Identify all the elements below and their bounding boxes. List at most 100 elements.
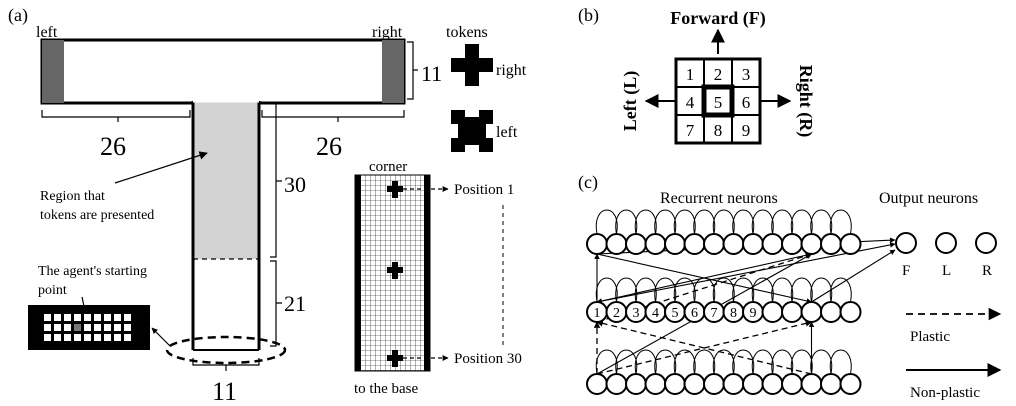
recurrent-loop [595, 277, 618, 303]
recurrent-neuron [703, 233, 725, 255]
recurrent-loop [771, 349, 794, 375]
recurrent-loop [712, 349, 735, 375]
start-region-ellipse [165, 335, 287, 365]
recurrent-neuron [605, 373, 628, 395]
input-neuron-number: 4 [652, 306, 659, 321]
base-brace [192, 358, 260, 371]
plastic-connection [596, 252, 813, 323]
recurrent-loop [732, 349, 755, 375]
recurrent-loop [771, 277, 794, 303]
non-plastic-connection [596, 253, 812, 304]
input-neuron-number: 5 [672, 306, 679, 321]
recurrent-loop [732, 277, 755, 303]
start-grid-cell [94, 334, 101, 341]
start-grid-cell [64, 334, 71, 341]
recurrent-neuron [820, 301, 842, 323]
token-left-icon [451, 110, 493, 152]
recurrent-neuron [742, 373, 764, 395]
recurrent-neuron [625, 233, 647, 255]
output-neuron-label: R [982, 263, 992, 279]
left-label: Left (L) [620, 71, 641, 131]
recurrent-loop [732, 209, 755, 235]
recurrent-neuron [781, 373, 803, 395]
sensor-cell-number: 1 [686, 65, 695, 84]
recurrent-loop [790, 349, 813, 375]
start-grid-cell [54, 324, 61, 331]
left-end-label: left [36, 24, 58, 41]
output-neuron-label: F [902, 263, 910, 279]
start-grid-cell [74, 324, 81, 331]
recurrent-loop [693, 209, 716, 235]
recurrent-neuron [781, 233, 803, 255]
dim-arm-height: 11 [421, 61, 442, 86]
start-grid-cell [54, 314, 61, 321]
input-neuron-number: 1 [594, 306, 601, 321]
recurrent-neuron [781, 301, 803, 323]
start-grid-zoom [28, 305, 150, 350]
recurrent-loop [810, 349, 833, 375]
recurrent-neuron [800, 301, 823, 323]
sensor-cell-number: 9 [742, 121, 751, 140]
recurrent-neuron [722, 373, 745, 395]
start-grid-cell [64, 314, 71, 321]
recurrent-loop [654, 349, 677, 375]
input-neuron-number: 6 [691, 306, 698, 321]
output-neuron-label: L [942, 263, 951, 279]
recurrent-neuron [839, 373, 862, 395]
dim-base: 11 [212, 377, 237, 406]
token-region [193, 101, 259, 259]
stem-lower-brace [270, 260, 282, 347]
right-arm-brace [261, 110, 405, 122]
recurrent-loop [654, 209, 677, 235]
input-neuron-number: 2 [613, 306, 620, 321]
recurrent-neuron [761, 373, 784, 395]
input-neuron-number: 8 [730, 306, 737, 321]
recurrent-loop [810, 277, 833, 303]
recurrent-loop [615, 277, 638, 303]
start-grid-cell [74, 334, 81, 341]
recurrent-neuron [644, 233, 667, 255]
start-grid-cell [44, 314, 51, 321]
recurrent-neuron [664, 373, 686, 395]
sensor-cell-number: 3 [742, 65, 751, 84]
start-grid-cell [114, 334, 121, 341]
start-grid-cell [84, 334, 91, 341]
output-neuron-f [895, 232, 917, 254]
recurrent-neuron [761, 233, 784, 255]
recurrent-loop [829, 349, 852, 375]
recurrent-loop [654, 277, 677, 303]
plastic-connection [596, 320, 812, 375]
recurrent-neuron [839, 233, 862, 255]
panel-a: (a) left right 11 26 26 30 21 11 Region … [8, 5, 527, 406]
output-neuron-l [935, 232, 957, 254]
dim-left-arm: 26 [100, 132, 126, 161]
output-neuron-r [975, 232, 997, 254]
recurrent-loop [771, 209, 794, 235]
recurrent-loop [751, 209, 774, 235]
start-grid-cell [104, 314, 111, 321]
input-neuron-number: 3 [633, 306, 640, 321]
start-label-line2: point [38, 283, 67, 298]
recurrent-neuron [800, 373, 823, 395]
sensor-cell-number: 7 [686, 121, 695, 140]
start-grid-cell [54, 334, 61, 341]
recurrent-loop [673, 277, 696, 303]
token-right-label: right [496, 62, 527, 79]
sensor-cell-number: 5 [714, 93, 723, 112]
recurrent-loop [790, 209, 813, 235]
corner-label: corner [369, 159, 407, 175]
forward-label: Forward (F) [670, 8, 765, 29]
right-label: Right (R) [795, 65, 816, 138]
recurrent-loop [615, 209, 638, 235]
panel-c-label: (c) [578, 172, 598, 193]
start-grid-cell [104, 324, 111, 331]
start-grid-cell [124, 324, 131, 331]
start-grid-cell [64, 324, 71, 331]
start-grid-cell [114, 324, 121, 331]
region-label-line2: tokens are presented [40, 208, 154, 223]
recurrent-neuron [839, 301, 862, 323]
start-grid-cell [74, 314, 81, 321]
recurrent-loop [829, 277, 852, 303]
